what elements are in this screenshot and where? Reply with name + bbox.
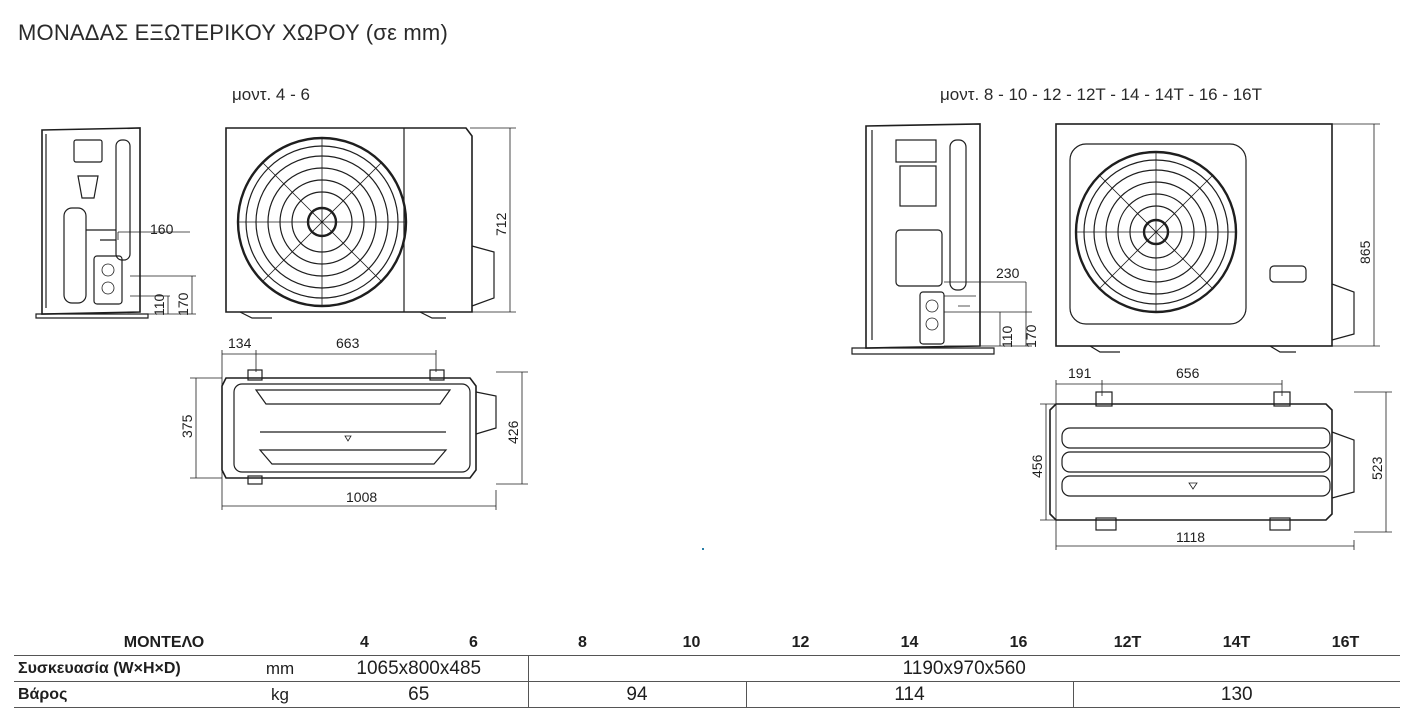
model-col: 12T	[1073, 630, 1182, 656]
page-title: ΜΟΝΑΔΑΣ ΕΞΩΤΕΡΙΚΟΥ ΧΩΡΟΥ (σε mm)	[18, 20, 448, 45]
right-top-width-label: 1118	[1176, 529, 1205, 545]
right-top-view	[1040, 380, 1392, 550]
packaging-large: 1190x970x560	[527, 655, 1400, 682]
model-col: 4	[310, 630, 419, 656]
left-side-view	[35, 127, 196, 319]
weight-row: Βάρος kg 65 94 114 130	[14, 681, 1400, 708]
right-side-h1-label: 110	[999, 325, 1015, 348]
right-group-label: μοντ. 8 - 10 - 12 - 12T - 14 - 14T - 16 …	[940, 85, 1263, 104]
packaging-unit: mm	[250, 655, 310, 682]
left-side-width-label: 160	[150, 221, 174, 237]
model-col: 14	[855, 630, 964, 656]
left-front-view	[225, 127, 516, 319]
model-col: 8	[528, 630, 637, 656]
left-group-label: μοντ. 4 - 6	[232, 85, 310, 104]
table-header-row: ΜΟΝΤΕΛΟ 4 6 8 10 12 14 16 12T 14T 16T	[14, 630, 1400, 656]
weight-value: 65	[310, 681, 528, 708]
weight-value: 130	[1072, 681, 1400, 708]
left-top-663-label: 663	[336, 335, 360, 351]
right-side-view	[851, 123, 1032, 355]
weight-value: 94	[527, 681, 746, 708]
model-col: 16T	[1291, 630, 1400, 656]
weight-value: 114	[745, 681, 1073, 708]
right-top-523-label: 523	[1369, 456, 1385, 480]
right-side-h2-label: 170	[1023, 324, 1039, 348]
model-col: 12	[746, 630, 855, 656]
weight-label: Βάρος	[14, 681, 250, 708]
left-front-height-label: 712	[493, 212, 509, 236]
right-front-view	[1055, 123, 1380, 353]
right-top-656-label: 656	[1176, 365, 1200, 381]
packaging-row: Συσκευασία (W×H×D) mm 1065x800x485 1190x…	[14, 655, 1400, 682]
stray-dot	[702, 548, 704, 550]
left-top-426-label: 426	[505, 420, 521, 444]
left-top-134-label: 134	[228, 335, 252, 351]
right-top-191-label: 191	[1068, 365, 1092, 381]
spec-table: ΜΟΝΤΕΛΟ 4 6 8 10 12 14 16 12T 14T 16T Συ…	[14, 630, 1400, 708]
packaging-small: 1065x800x485	[310, 655, 528, 682]
left-top-view	[190, 350, 528, 510]
model-header-label: ΜΟΝΤΕΛΟ	[14, 630, 310, 656]
right-front-height-label: 865	[1357, 240, 1373, 264]
model-col: 14T	[1182, 630, 1291, 656]
packaging-label: Συσκευασία (W×H×D)	[14, 655, 250, 682]
right-top-456-label: 456	[1029, 454, 1045, 478]
model-col: 6	[419, 630, 528, 656]
left-side-h2-label: 170	[175, 292, 191, 316]
left-top-375-label: 375	[179, 414, 195, 438]
model-col: 10	[637, 630, 746, 656]
technical-drawings: 160 110 170 712 134 663 375 426 10	[35, 123, 1392, 550]
weight-unit: kg	[250, 681, 310, 708]
right-side-width-label: 230	[996, 265, 1020, 281]
left-top-width-label: 1008	[346, 489, 377, 505]
model-col: 16	[964, 630, 1073, 656]
left-side-h1-label: 110	[151, 293, 167, 316]
